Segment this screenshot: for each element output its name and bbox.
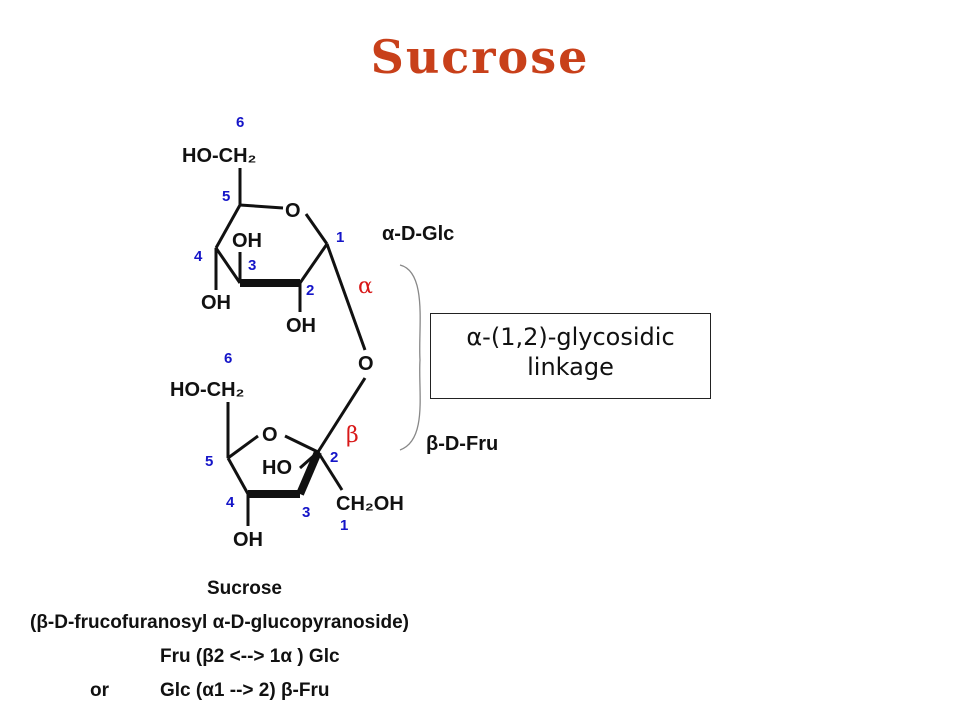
caption-glc-notation: Glc (α1 --> 2) β-Fru: [160, 680, 330, 701]
glc-carbon-number: 3: [248, 257, 256, 274]
alpha-d-glc-label: α-D-Glc: [382, 223, 454, 245]
glc-oh-c4: OH: [201, 292, 231, 314]
fructose-ring: [226, 377, 367, 526]
page-title: Sucrose: [370, 30, 590, 84]
linkage-brace: [399, 264, 421, 451]
caption-systematic-name: (β-D-frucofuranosyl α-D-glucopyranoside): [30, 612, 410, 633]
glc-carbon-number: 2: [306, 282, 314, 299]
glc-oh-c3: OH: [232, 230, 262, 252]
fru-ho-c3: HO: [262, 457, 292, 479]
glucose-ring: [214, 168, 367, 351]
glc-carbon-number: 5: [222, 188, 230, 205]
glc-carbon-number: 1: [336, 229, 344, 246]
fru-hoch2-label: HO-CH₂: [170, 379, 244, 401]
fru-oh-c4: OH: [233, 529, 263, 551]
glycosidic-linkage-callout: α-(1,2)-glycosidic linkage: [430, 313, 711, 399]
fru-carbon-number: 4: [226, 494, 235, 511]
beta-symbol: β: [346, 423, 359, 448]
fru-ch2oh-label: CH₂OH: [336, 493, 404, 515]
callout-line-1: α-(1,2)-glycosidic: [466, 323, 675, 351]
beta-d-fru-label: β-D-Fru: [426, 433, 498, 455]
fru-carbon-number: 1: [340, 517, 348, 534]
glc-oh-c2: OH: [286, 315, 316, 337]
fru-carbon-number: 5: [205, 453, 213, 470]
fru-carbon-number: 2: [330, 449, 338, 466]
fru-carbon-number: 6: [224, 350, 232, 367]
fru-carbon-number: 3: [302, 504, 310, 521]
caption-or: or: [90, 680, 109, 701]
glycosidic-oxygen: O: [358, 353, 374, 375]
caption-name: Sucrose: [207, 578, 282, 599]
caption-fru-notation: Fru (β2 <--> 1α ) Glc: [160, 646, 340, 667]
glc-carbon-number: 6: [236, 114, 244, 131]
alpha-symbol: α: [358, 274, 373, 299]
callout-line-2: linkage: [527, 353, 614, 381]
fru-ring-oxygen: O: [262, 424, 278, 446]
glc-carbon-number: 4: [194, 248, 203, 265]
glc-ring-oxygen: O: [285, 200, 301, 222]
glc-hoch2-label: HO-CH₂: [182, 145, 256, 167]
